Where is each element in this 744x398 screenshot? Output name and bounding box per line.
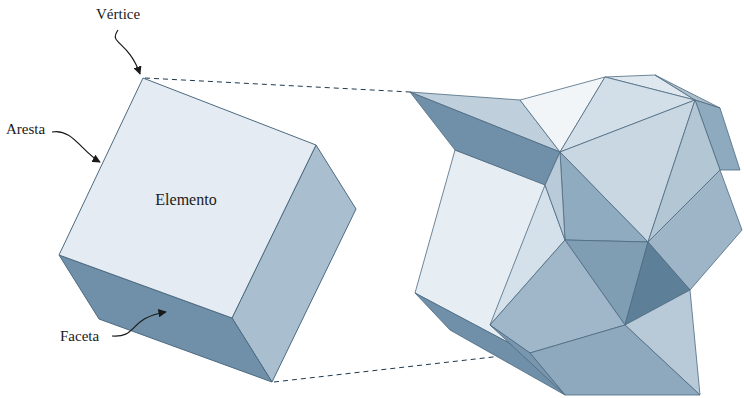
- leader-lines: [52, 30, 166, 336]
- element-face: Elemento: [136, 185, 236, 215]
- part-label: Vértice: [96, 5, 140, 23]
- cube: [59, 78, 356, 382]
- mesh: [410, 75, 742, 395]
- element-label: Elemento: [155, 191, 216, 209]
- part-label: Aresta: [6, 120, 45, 138]
- part-label: Faceta: [60, 327, 99, 345]
